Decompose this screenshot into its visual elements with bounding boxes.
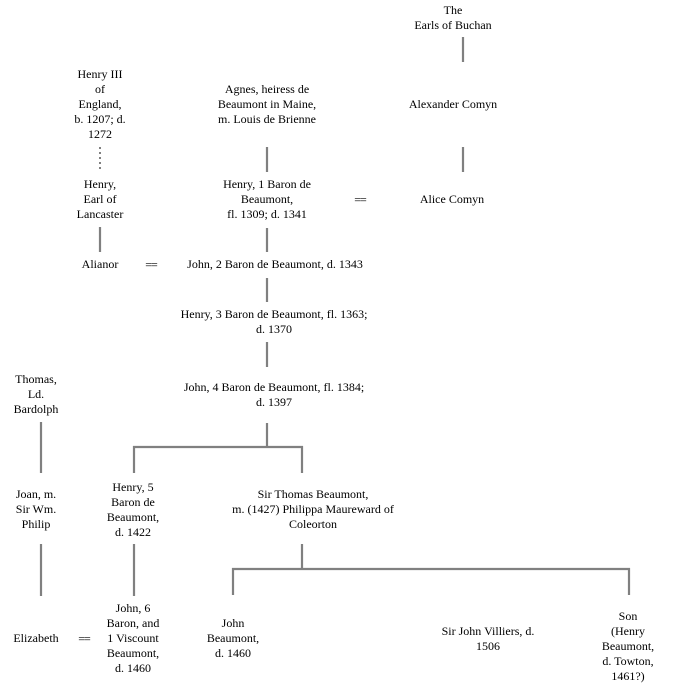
person-henry-5-baron: Henry, 5 Baron de Beaumont, d. 1422 bbox=[106, 480, 160, 539]
marriage-symbol: == bbox=[354, 192, 367, 207]
person-agnes: Agnes, heiress de Beaumont in Maine, m. … bbox=[217, 82, 317, 126]
person-henry-1-baron: Henry, 1 Baron de Beaumont, fl. 1309; d.… bbox=[223, 177, 311, 221]
person-alexander-comyn: Alexander Comyn bbox=[408, 97, 498, 111]
person-henry-earl-of-lancaster: Henry, Earl of Lancaster bbox=[76, 177, 124, 221]
person-henry-3-baron: Henry, 3 Baron de Beaumont, fl. 1363; d.… bbox=[180, 307, 368, 336]
person-earls-of-buchan: The Earls of Buchan bbox=[414, 3, 492, 32]
marriage-symbol: == bbox=[78, 631, 91, 646]
person-john-6-baron: John, 6 Baron, and 1 Viscount Beaumont, … bbox=[106, 601, 160, 675]
person-john-beaumont: John Beaumont, d. 1460 bbox=[206, 616, 260, 660]
person-alianor: Alianor bbox=[81, 257, 119, 271]
person-elizabeth: Elizabeth bbox=[13, 631, 59, 645]
person-sir-john-villiers: Sir John Villiers, d. 1506 bbox=[441, 624, 535, 653]
person-sir-thomas-beaumont: Sir Thomas Beaumont, m. (1427) Philippa … bbox=[232, 487, 394, 531]
person-alice-comyn: Alice Comyn bbox=[419, 192, 485, 206]
person-john-2-baron: John, 2 Baron de Beaumont, d. 1343 bbox=[187, 257, 363, 271]
person-thomas-bardolph: Thomas, Ld. Bardolph bbox=[13, 372, 59, 416]
person-joan: Joan, m. Sir Wm. Philip bbox=[15, 487, 57, 531]
person-john-4-baron: John, 4 Baron de Beaumont, fl. 1384; d. … bbox=[183, 380, 365, 409]
person-henry-iii: Henry III of England, b. 1207; d. 1272 bbox=[74, 67, 126, 141]
marriage-symbol: == bbox=[145, 257, 158, 272]
